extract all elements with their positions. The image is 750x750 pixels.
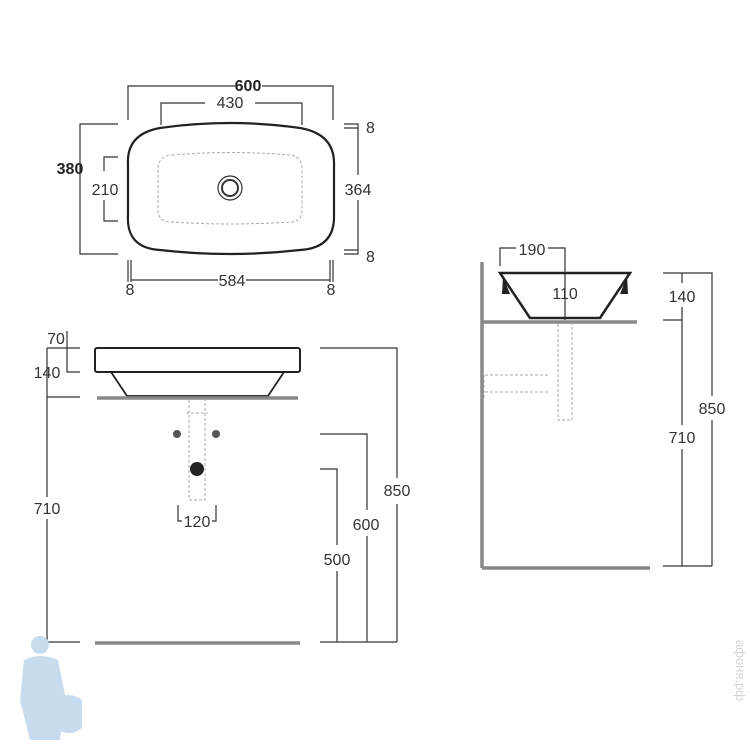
label-bg bbox=[694, 396, 730, 420]
dim-line-210 bbox=[103, 156, 118, 222]
drain-icon bbox=[217, 175, 243, 201]
trap-pipe bbox=[483, 324, 573, 421]
tap-right-icon bbox=[212, 430, 220, 438]
dim-600: 600 bbox=[235, 78, 262, 95]
top-view: 600 430 380 210 364 8 8 584 8 8 bbox=[57, 78, 375, 299]
dim-210: 210 bbox=[92, 182, 119, 199]
watermark-mascot bbox=[20, 636, 82, 740]
drain-inner-ring bbox=[221, 179, 239, 197]
dim-850: 850 bbox=[384, 483, 411, 500]
dim-110: 110 bbox=[552, 286, 578, 303]
dim-8-left: 8 bbox=[126, 282, 135, 299]
dim-line-600 bbox=[127, 85, 334, 120]
label-bg bbox=[378, 478, 416, 504]
dim-line-380 bbox=[79, 123, 118, 255]
label-bg bbox=[348, 510, 386, 536]
dim-lines-left bbox=[46, 331, 80, 643]
dim-380: 380 bbox=[57, 161, 84, 178]
label-bg bbox=[665, 425, 701, 449]
dim-140: 140 bbox=[34, 365, 61, 382]
dim-line-364 bbox=[344, 123, 359, 255]
watermark-text: афоня.рф bbox=[733, 640, 748, 701]
vessel-basin bbox=[497, 271, 633, 320]
dim-500: 500 bbox=[324, 552, 351, 569]
drain-pipe bbox=[186, 400, 208, 501]
basin-outline bbox=[126, 121, 336, 256]
dim-430: 430 bbox=[217, 95, 244, 112]
dim-line-190 bbox=[499, 247, 566, 320]
basin-body bbox=[110, 371, 285, 397]
label-bg bbox=[318, 545, 356, 571]
dim-8-bottom: 8 bbox=[366, 249, 375, 266]
dim-710: 710 bbox=[34, 501, 61, 518]
label-bg bbox=[665, 283, 701, 307]
dim-8-top: 8 bbox=[366, 120, 375, 137]
front-view: 70 140 710 120 500 600 850 bbox=[30, 331, 416, 645]
label-bg bbox=[30, 497, 62, 519]
dim-line-430 bbox=[160, 102, 303, 125]
bowl-outline bbox=[157, 152, 303, 225]
basin-rim bbox=[94, 347, 301, 373]
dim-710-side: 710 bbox=[669, 430, 696, 447]
dim-190: 190 bbox=[519, 242, 546, 259]
dim-line-120 bbox=[177, 505, 217, 522]
dim-600-height: 600 bbox=[353, 517, 380, 534]
dim-lines-side bbox=[663, 272, 713, 567]
dim-8-right: 8 bbox=[327, 282, 336, 299]
dim-line-584 bbox=[127, 260, 334, 282]
dim-120: 120 bbox=[184, 514, 211, 531]
dim-584: 584 bbox=[219, 273, 246, 290]
side-view: 190 110 140 710 850 bbox=[480, 242, 730, 570]
dim-850-side: 850 bbox=[699, 401, 726, 418]
dim-70: 70 bbox=[47, 331, 65, 348]
tap-left-icon bbox=[173, 430, 181, 438]
dim-lines-right bbox=[320, 347, 398, 643]
dim-140-side: 140 bbox=[669, 289, 696, 306]
dim-364: 364 bbox=[345, 182, 372, 199]
drain-outlet-icon bbox=[190, 462, 204, 476]
